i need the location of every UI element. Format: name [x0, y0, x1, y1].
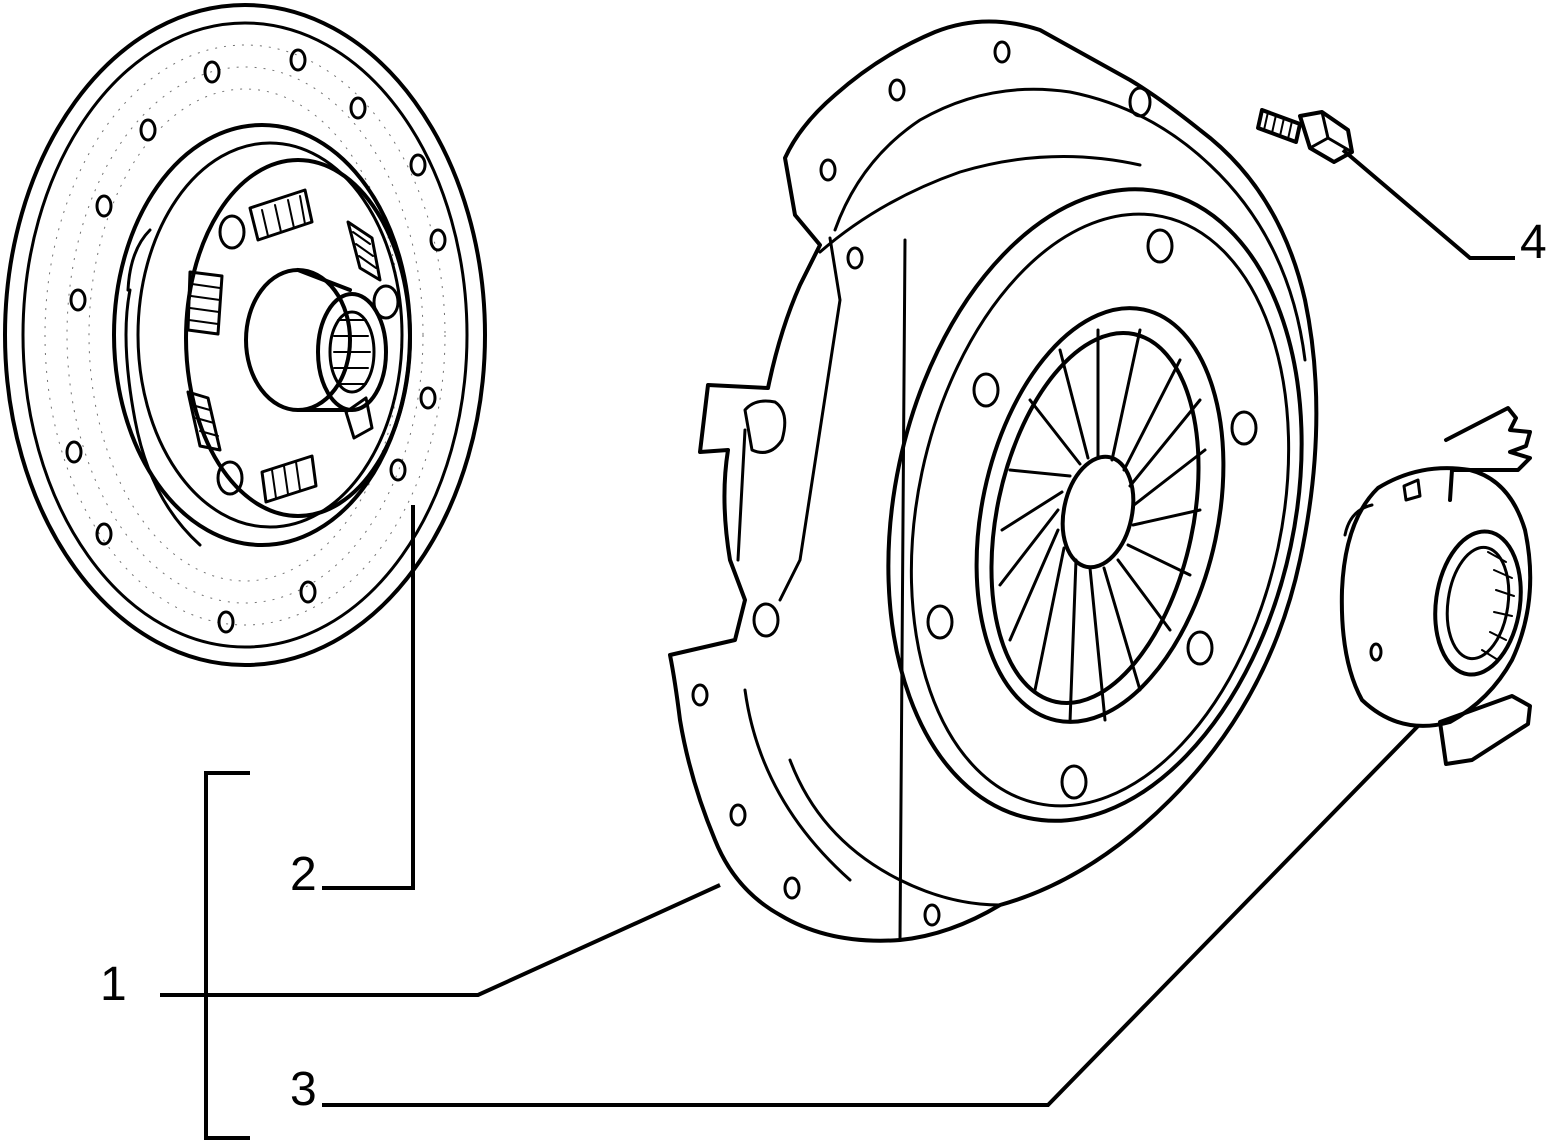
callout-1: 1 — [100, 958, 127, 1011]
diaphragm-spring — [989, 328, 1207, 724]
clutch-disc — [3, 3, 487, 667]
callout-3: 3 — [290, 1063, 317, 1116]
pressure-plate — [668, 19, 1319, 943]
leader-3 — [322, 724, 1420, 1107]
bolt — [1256, 108, 1354, 164]
callout-4: 4 — [1520, 216, 1547, 269]
release-bearing — [1339, 406, 1533, 766]
callout-2: 2 — [290, 848, 317, 901]
leader-4 — [1341, 148, 1515, 260]
leader-1 — [160, 883, 721, 997]
leader-lines — [160, 148, 1515, 1140]
leader-2 — [322, 505, 415, 890]
damper-springs — [186, 188, 382, 504]
group-bracket — [204, 771, 250, 1140]
splined-hub — [244, 268, 388, 412]
rivet-holes — [65, 48, 447, 634]
